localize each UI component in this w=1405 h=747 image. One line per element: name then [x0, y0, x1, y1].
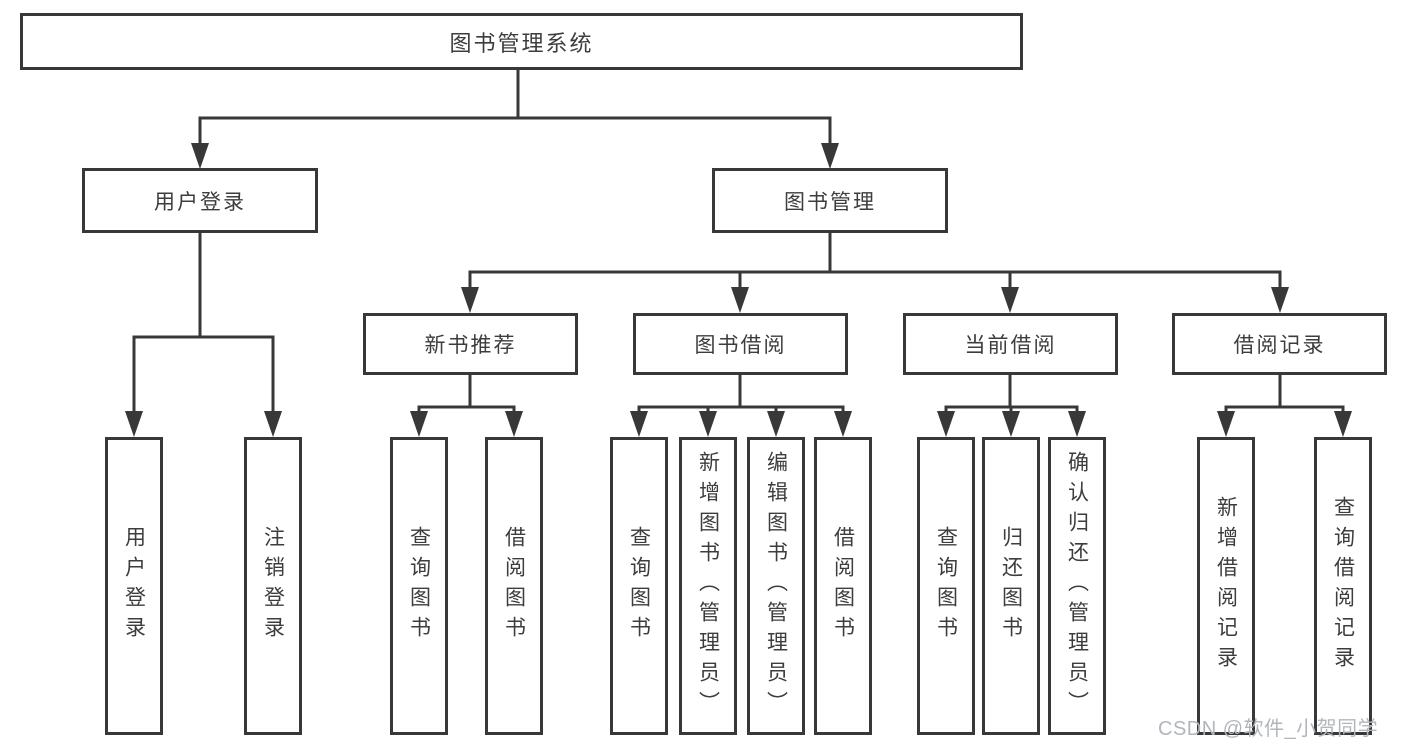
connector-book-borrow	[630, 375, 852, 437]
leaf-return-books: 归还图书	[982, 437, 1040, 735]
connector-book-management-to-level3	[461, 233, 1289, 313]
node-borrow-records: 借阅记录	[1172, 313, 1387, 375]
leaf-query-books-current: 查询图书	[917, 437, 975, 735]
arrow-down-icon	[410, 411, 428, 437]
leaf-user-login: 用户登录	[105, 437, 163, 735]
node-current-borrow: 当前借阅	[903, 313, 1118, 375]
node-user-login: 用户登录	[82, 168, 318, 233]
leaf-edit-books-admin: 编辑图书（管理员）	[747, 437, 805, 735]
leaf-borrow-books-recommend: 借阅图书	[485, 437, 543, 735]
arrow-down-icon	[937, 411, 955, 437]
arrow-down-icon	[191, 143, 209, 169]
arrow-down-icon	[505, 411, 523, 437]
arrow-down-icon	[1002, 411, 1020, 437]
node-book-management: 图书管理	[712, 168, 948, 233]
arrow-down-icon	[1271, 287, 1289, 313]
arrow-down-icon	[1068, 411, 1086, 437]
leaf-borrow-books: 借阅图书	[814, 437, 872, 735]
connector-new-book-recommend	[410, 375, 523, 437]
node-book-borrow: 图书借阅	[633, 313, 848, 375]
connector-root-to-level2	[191, 70, 839, 169]
arrow-down-icon	[834, 411, 852, 437]
arrow-down-icon	[630, 411, 648, 437]
arrow-down-icon	[767, 411, 785, 437]
node-new-book-recommend: 新书推荐	[363, 313, 578, 375]
connector-user-login-to-leaves	[125, 233, 282, 437]
arrow-down-icon	[461, 287, 479, 313]
leaf-query-books-recommend: 查询图书	[390, 437, 448, 735]
connector-current-borrow	[937, 375, 1086, 437]
leaf-query-books-borrow: 查询图书	[610, 437, 668, 735]
arrow-down-icon	[699, 411, 717, 437]
leaf-query-borrow-record: 查询借阅记录	[1314, 437, 1372, 735]
arrow-down-icon	[125, 411, 143, 437]
leaf-add-borrow-record: 新增借阅记录	[1197, 437, 1255, 735]
connector-borrow-records	[1217, 375, 1352, 437]
arrow-down-icon	[821, 143, 839, 169]
arrow-down-icon	[1334, 411, 1352, 437]
arrow-down-icon	[731, 287, 749, 313]
leaf-add-books-admin: 新增图书（管理员）	[679, 437, 737, 735]
leaf-logout: 注销登录	[244, 437, 302, 735]
arrow-down-icon	[1217, 411, 1235, 437]
leaf-confirm-return-admin: 确认归还（管理员）	[1048, 437, 1106, 735]
watermark: CSDN @软件_小贺同学	[1158, 718, 1379, 740]
node-book-management-system: 图书管理系统	[20, 13, 1023, 70]
arrow-down-icon	[264, 411, 282, 437]
arrow-down-icon	[1001, 287, 1019, 313]
